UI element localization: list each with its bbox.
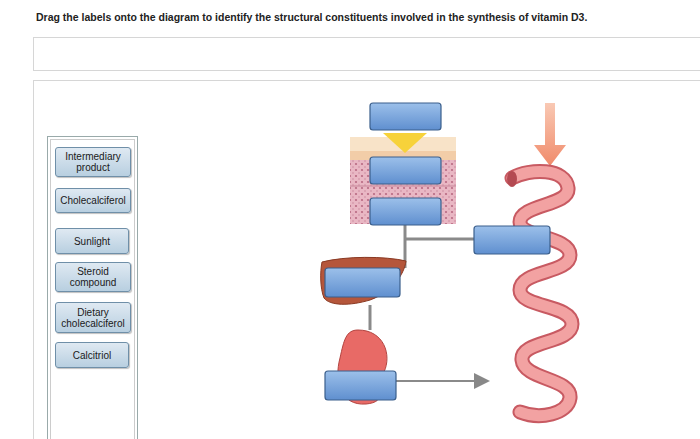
label-chip: Sunlight (55, 228, 129, 254)
label-chip: Intermediary product (55, 147, 131, 177)
label-chip: Dietary cholecalciferol (55, 302, 131, 333)
label-text: Dietary cholecalciferol (59, 307, 127, 329)
label-text: Sunlight (74, 236, 110, 247)
label-text: Intermediary product (59, 151, 127, 173)
label-chip: Cholecalciferol (55, 188, 131, 213)
label-chip: Steroid compound (55, 262, 131, 292)
label-text: Calcitriol (73, 350, 111, 361)
label-text: Steroid compound (59, 266, 127, 288)
label-text: Cholecalciferol (60, 195, 126, 206)
label-chip: Calcitriol (55, 342, 129, 368)
instruction-title: Drag the labels onto the diagram to iden… (36, 11, 686, 23)
